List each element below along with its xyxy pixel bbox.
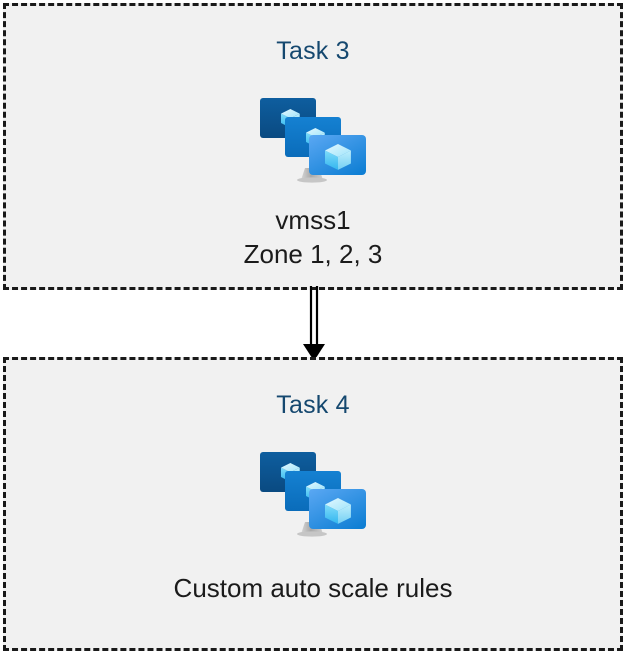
- task-box-task4[interactable]: Task 4: [3, 357, 623, 651]
- arrow-task3-to-task4: [303, 286, 325, 361]
- task3-caption: vmss1 Zone 1, 2, 3: [243, 205, 383, 270]
- vmss-icon: [260, 98, 366, 183]
- arrowhead-icon: [303, 344, 325, 361]
- task3-title: Task 3: [276, 37, 350, 65]
- task-box-task3[interactable]: Task 3: [3, 3, 623, 290]
- task4-title: Task 4: [276, 391, 350, 419]
- vmss-icon: [260, 452, 366, 537]
- task4-caption: Custom auto scale rules: [173, 573, 453, 603]
